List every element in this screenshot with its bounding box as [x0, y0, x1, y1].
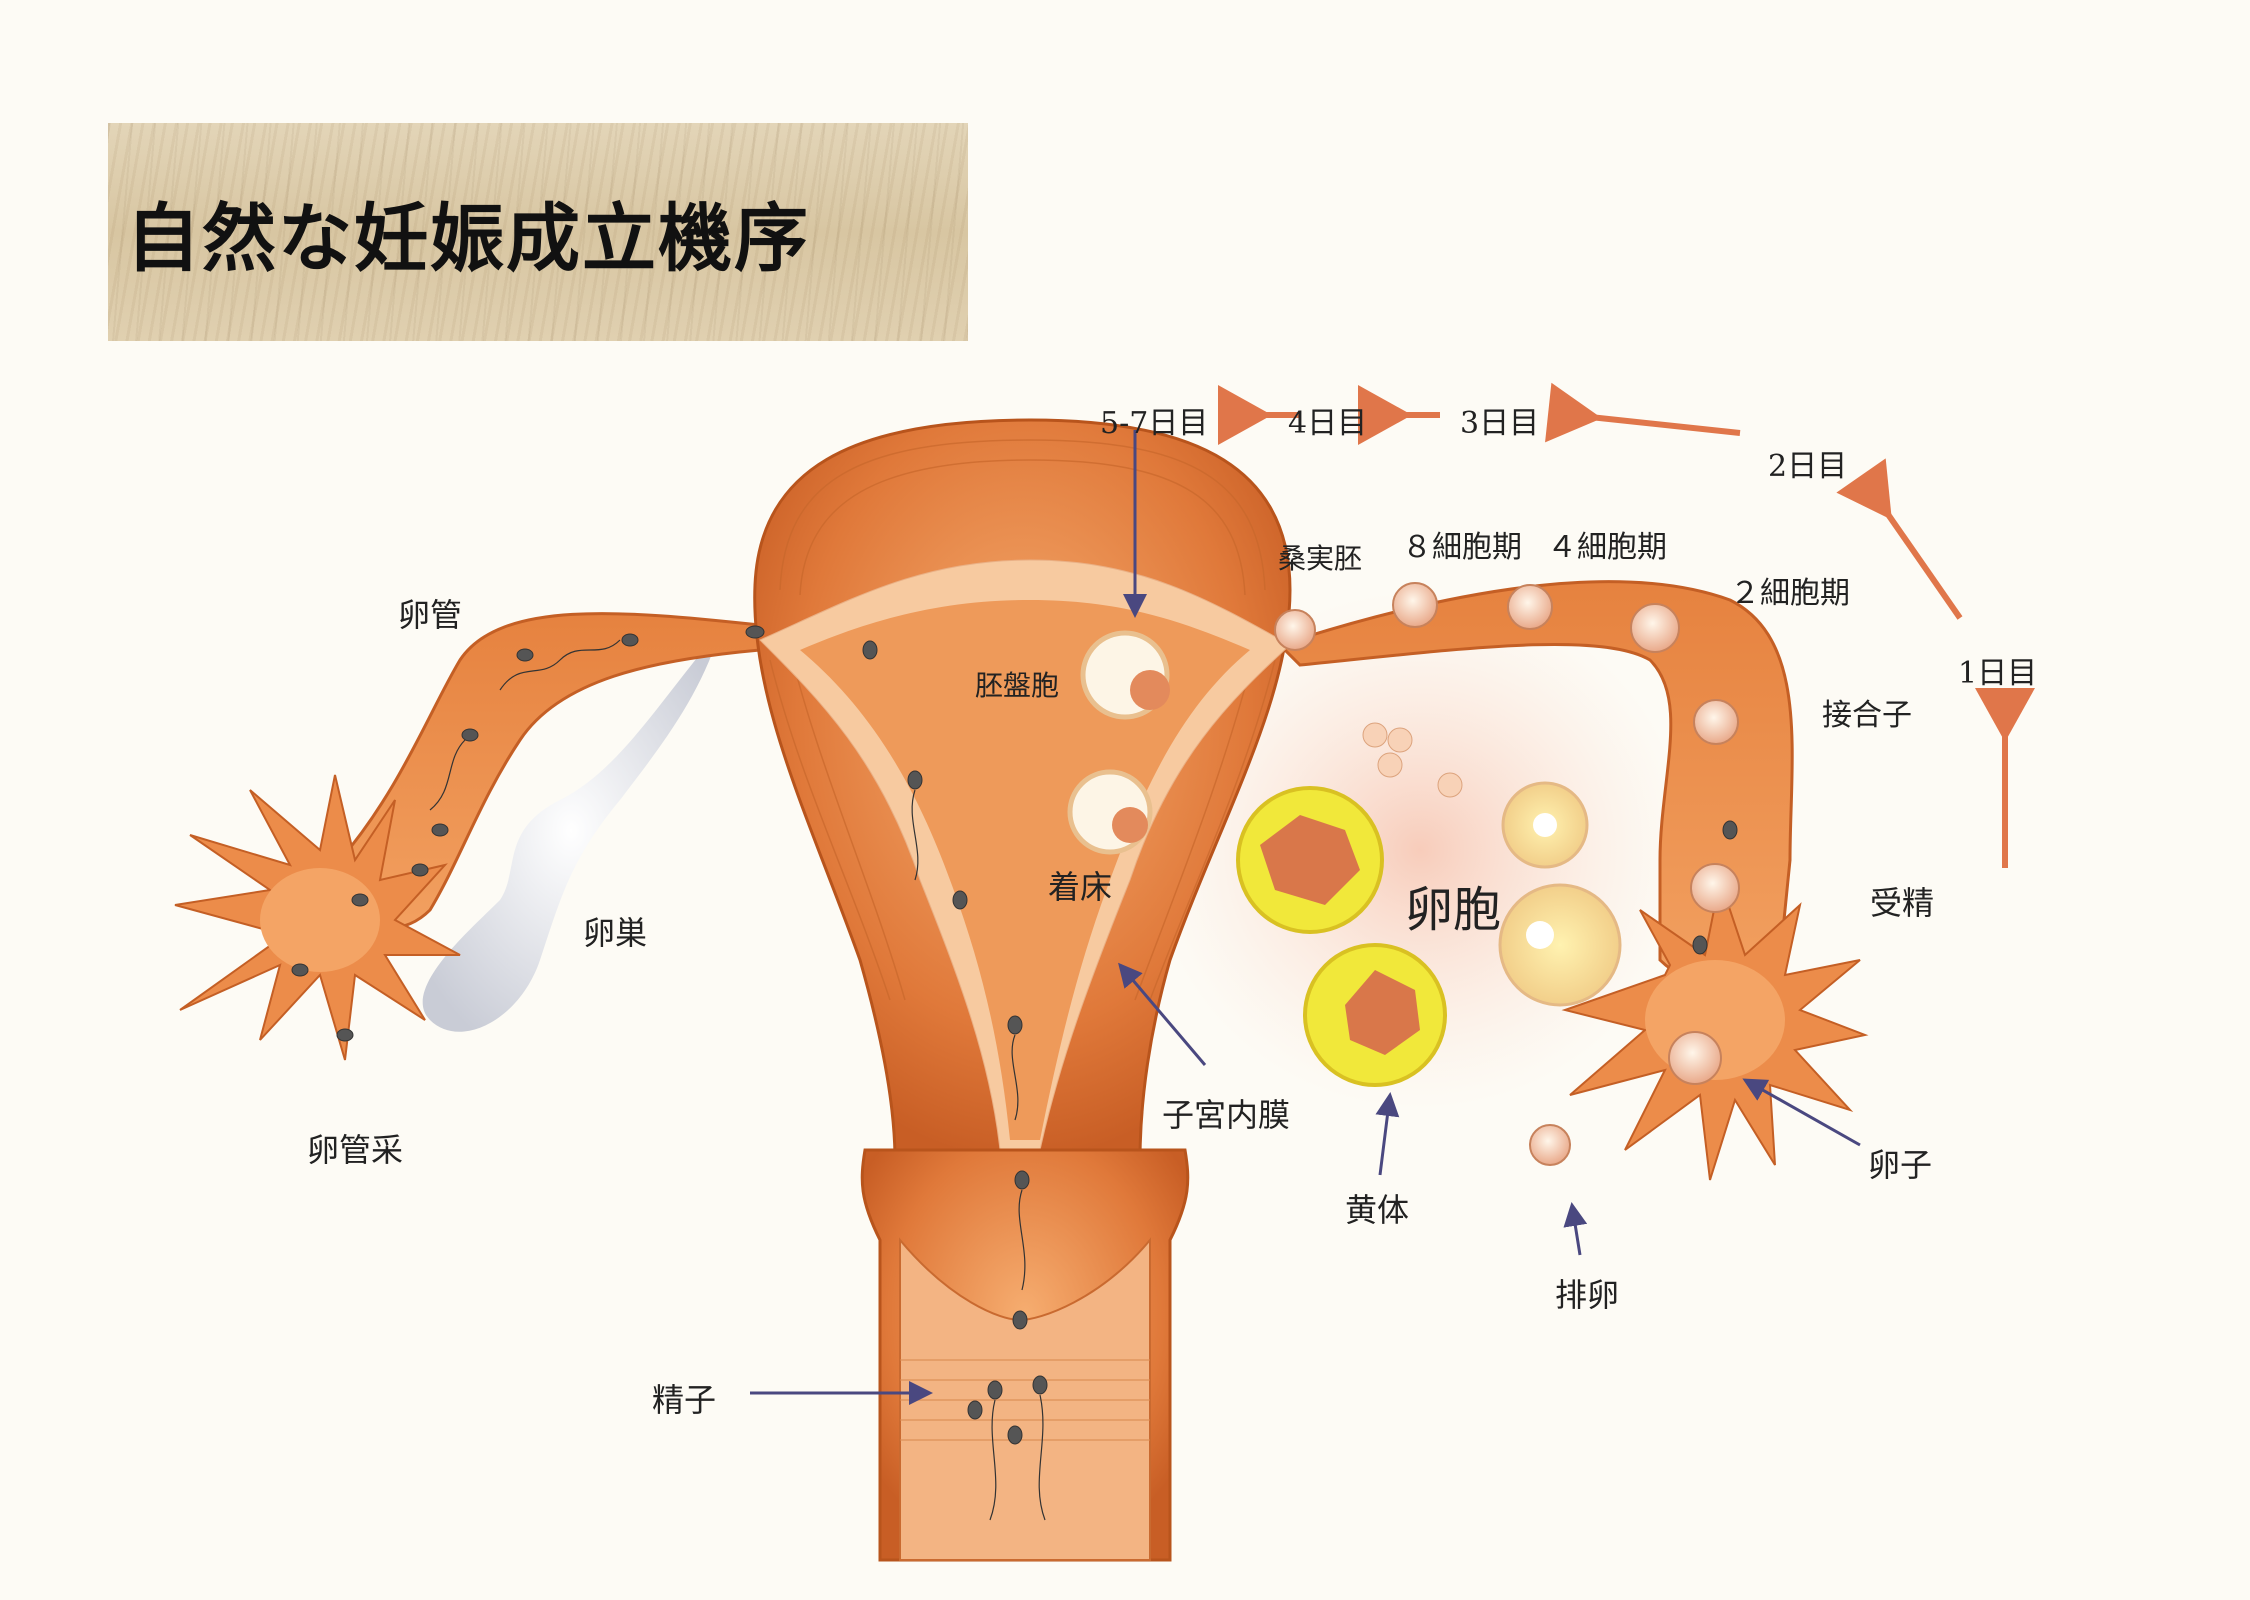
day-arrows — [1218, 382, 2035, 868]
label-day-4: 4日目 — [1288, 406, 1368, 441]
uterine-cavity-inner — [800, 600, 1250, 1140]
page-title: 自然な妊娠成立機序 — [126, 195, 810, 282]
label-implantation: 着床 — [1048, 868, 1113, 906]
sperm-tails — [429, 639, 1046, 1521]
left-fimbriae — [174, 774, 461, 1061]
label-ovulation: 排卵 — [1555, 1276, 1620, 1314]
label-day-5-7: 5-7日目 — [1100, 406, 1209, 441]
label-follicle: 卵胞 — [1405, 882, 1502, 938]
label-endometrium: 子宮内膜 — [1162, 1096, 1291, 1134]
sperm-cells — [291, 625, 1738, 1445]
blastocysts — [1067, 630, 1170, 855]
label-cell-2: ２細胞期 — [1730, 576, 1850, 611]
label-zygote: 接合子 — [1822, 698, 1912, 733]
label-ovary: 卵巣 — [583, 914, 648, 952]
corpus-luteum-group — [1236, 786, 1447, 1087]
title-plate: 自然な妊娠成立機序 — [108, 123, 968, 341]
label-cell-4: ４細胞期 — [1547, 530, 1667, 565]
embryo-stages — [1274, 582, 1740, 1085]
label-blastocyst: 胚盤胞 — [975, 669, 1060, 702]
follicles — [1362, 722, 1622, 1166]
vaginal-striations — [900, 1359, 1150, 1441]
uterus-striations — [769, 439, 1276, 1001]
label-day-1: 1日目 — [1958, 656, 2038, 691]
label-sperm: 精子 — [652, 1381, 717, 1419]
label-egg: 卵子 — [1868, 1146, 1933, 1184]
label-day-2: 2日目 — [1768, 449, 1848, 484]
label-cell-8: ８細胞期 — [1402, 530, 1522, 565]
label-fertilization: 受精 — [1870, 884, 1935, 922]
left-ovary-shape — [422, 630, 720, 1032]
label-day-3: 3日目 — [1460, 406, 1540, 441]
label-oviduct: 卵管 — [398, 596, 463, 634]
label-fimbria: 卵管采 — [307, 1131, 404, 1169]
label-corpus-luteum: 黄体 — [1345, 1191, 1410, 1229]
pointer-arrows — [750, 430, 1861, 1405]
label-morula: 桑実胚 — [1278, 542, 1363, 575]
